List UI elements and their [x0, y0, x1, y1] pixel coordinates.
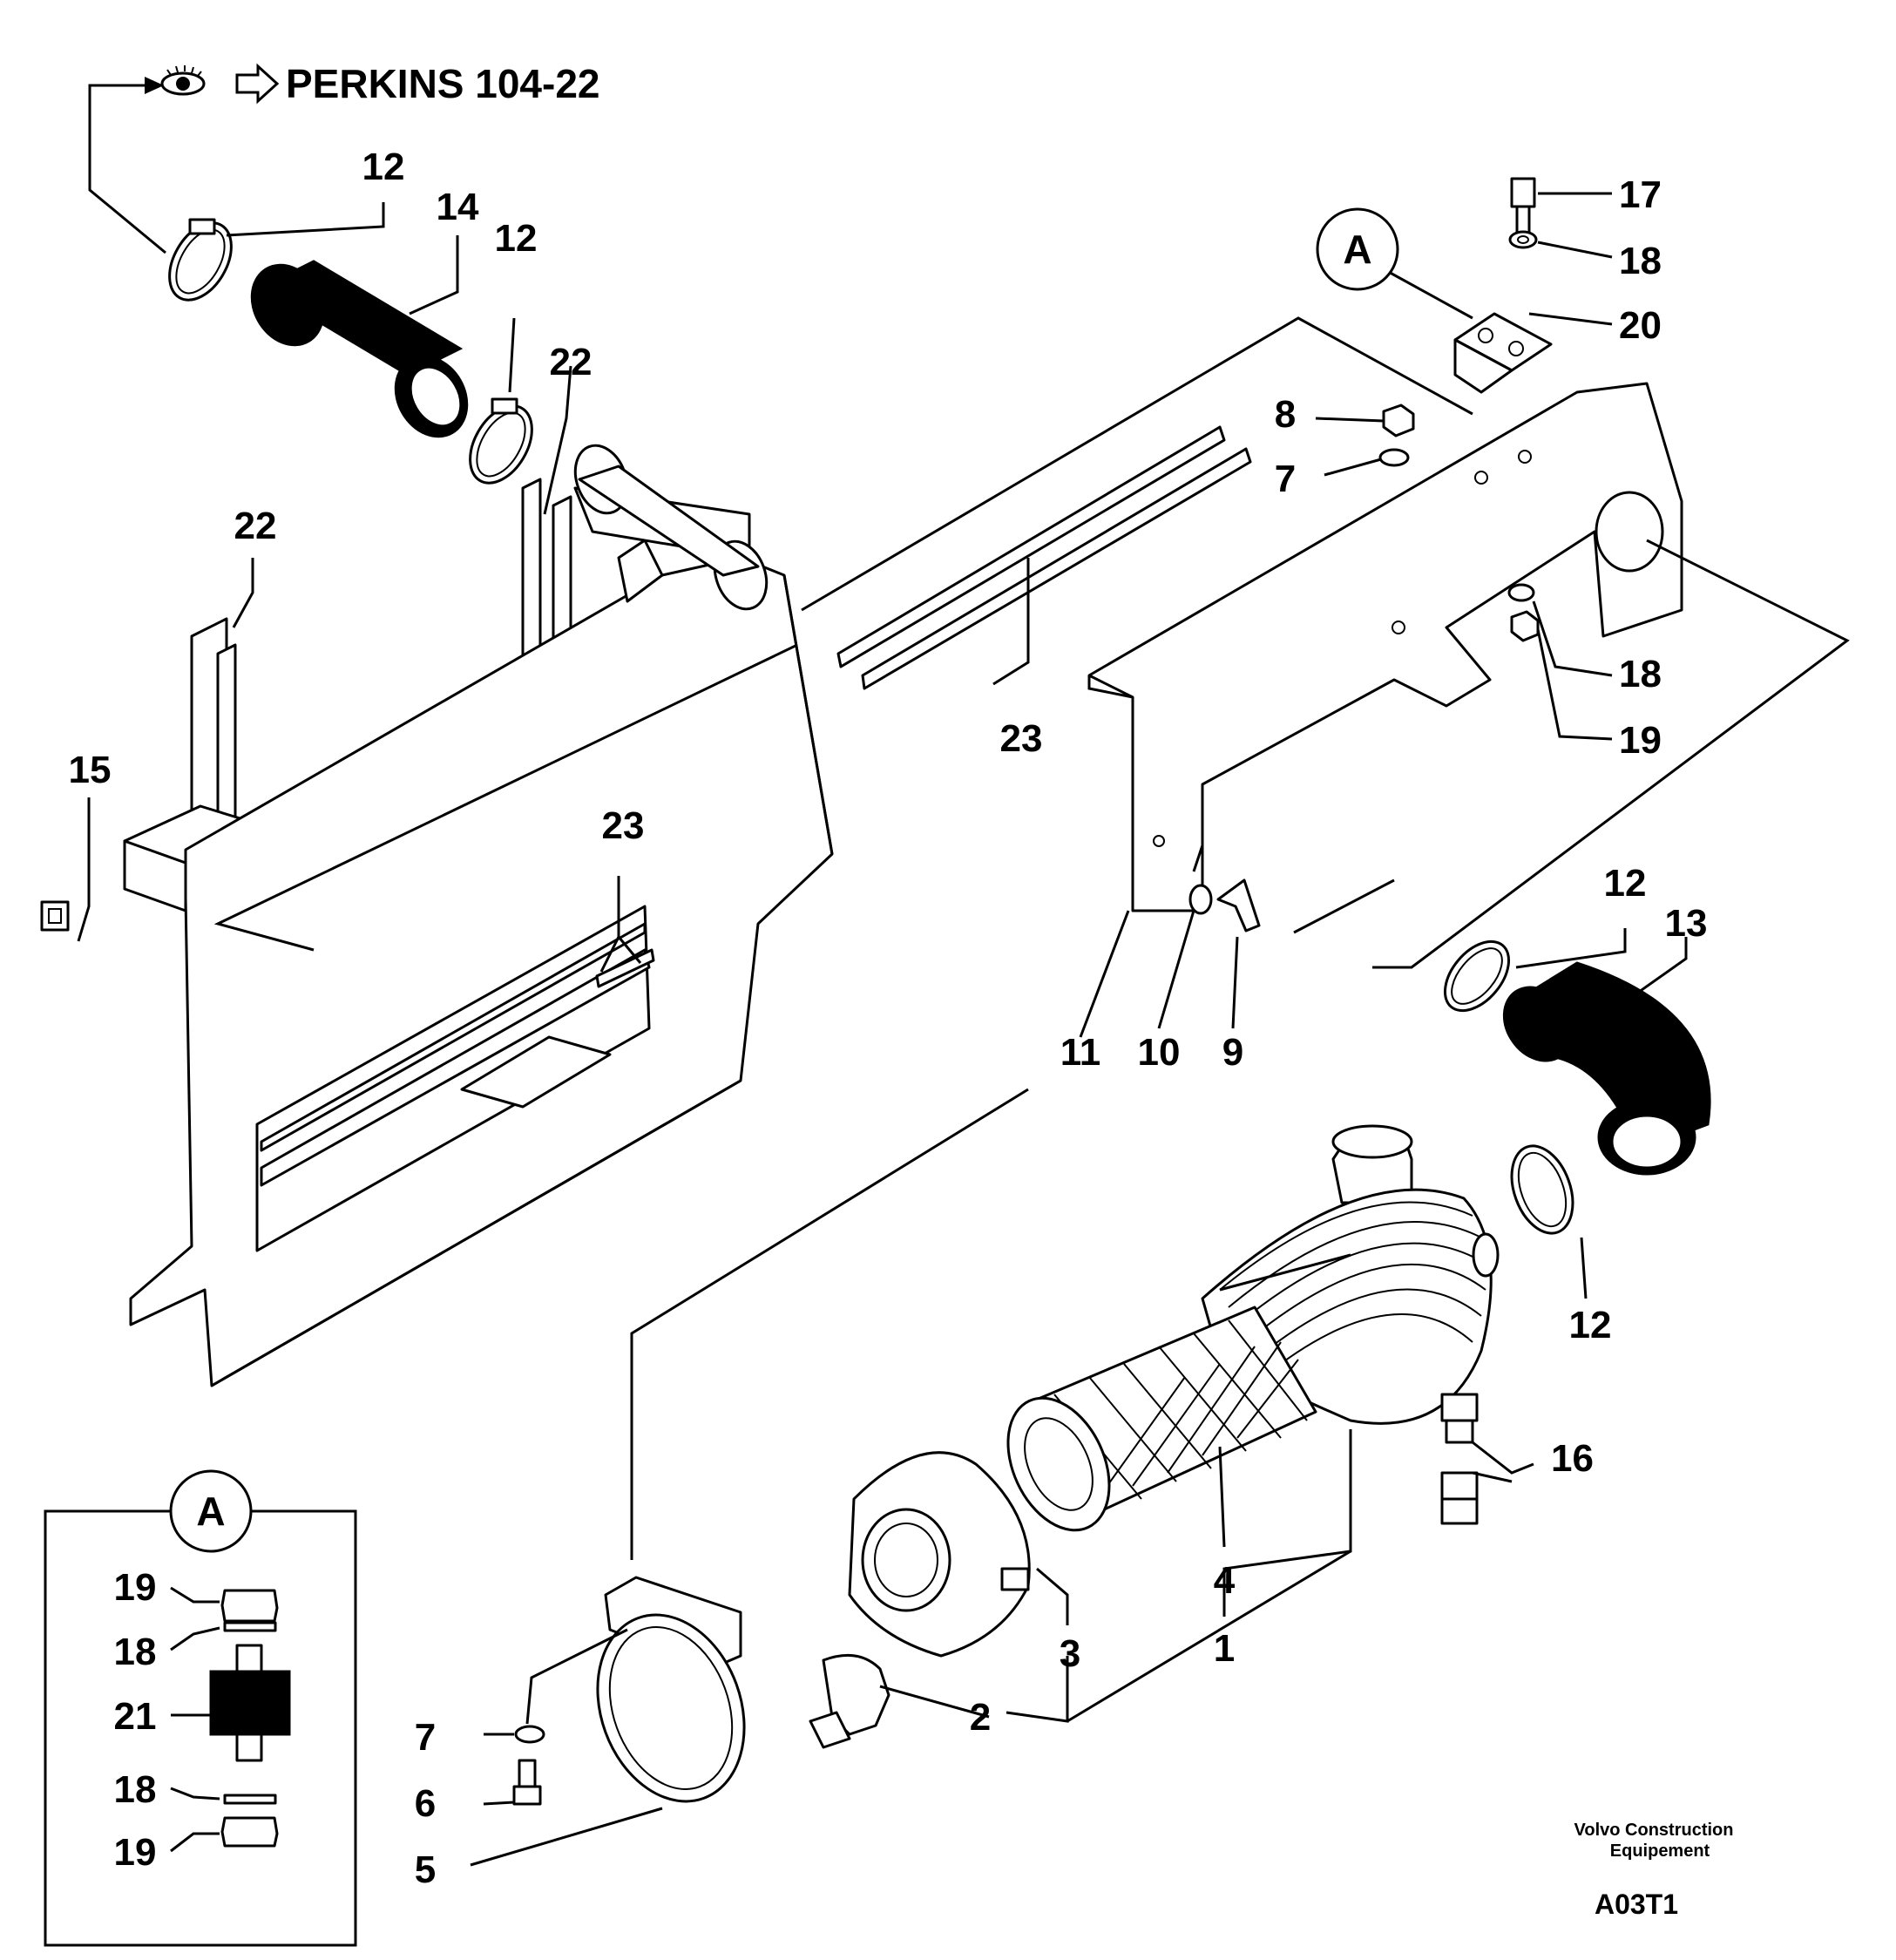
footer: Volvo Construction Equipement A03T1: [1574, 1821, 1734, 1920]
callout-18: 18: [1619, 240, 1662, 282]
callout-18: 18: [1619, 653, 1662, 695]
callout-22: 22: [234, 505, 277, 547]
detail-label-18: 18: [114, 1631, 157, 1673]
callout-2: 2: [970, 1696, 991, 1739]
callout-14: 14: [437, 186, 479, 228]
part-washer-18-top: [1508, 230, 1538, 249]
callout-labels: 12 14 12 22 22 15 23 23 17 18 20 8 7 18 …: [69, 146, 1708, 1891]
callout-11: 11: [1060, 1031, 1101, 1074]
part-washer-10: [1188, 884, 1213, 915]
part-hose-clamp-12-lower: [1510, 1144, 1574, 1235]
detail-label-19: 19: [114, 1831, 157, 1874]
callout-10: 10: [1138, 1031, 1181, 1074]
part-elbow-hose-13: [1502, 961, 1711, 1176]
callout-23: 23: [602, 804, 645, 847]
callout-8: 8: [1275, 393, 1296, 436]
part-filter-cover-3: [848, 1451, 1031, 1658]
callout-23: 23: [1000, 717, 1043, 760]
detail-box-a: A 19 18 21 18 19: [44, 1469, 357, 1947]
detail-label-19: 19: [114, 1566, 157, 1609]
arrow-right-icon: [235, 63, 280, 105]
part-washer-7-bottom: [514, 1725, 545, 1744]
part-bolt-17: [1510, 177, 1536, 234]
callout-7: 7: [415, 1716, 436, 1759]
part-hose-clamp-top-left: [168, 218, 233, 302]
eye-icon: [160, 65, 206, 96]
callout-12: 12: [1604, 862, 1647, 905]
part-filter-cartridge-4: [1006, 1306, 1317, 1532]
part-dust-valve-2: [809, 1653, 890, 1749]
leader-lines: [77, 192, 1850, 1867]
detail-label-18: 18: [114, 1768, 157, 1811]
detail-marker-a: A: [1316, 207, 1399, 291]
company-name-line-1: Volvo Construction: [1574, 1821, 1734, 1840]
callout-9: 9: [1222, 1031, 1243, 1074]
part-washer-18-mid: [1507, 583, 1535, 602]
detail-label-21: 21: [114, 1695, 157, 1738]
part-band-clamp-5: [596, 1576, 746, 1803]
callout-4: 4: [1214, 1559, 1236, 1602]
part-straight-hose: [250, 260, 469, 438]
callout-19: 19: [1619, 719, 1662, 762]
callout-3: 3: [1060, 1632, 1080, 1675]
callout-13: 13: [1665, 902, 1708, 945]
callout-12: 12: [362, 146, 405, 188]
figure-code: A03T1: [1595, 1889, 1678, 1920]
reference-header: PERKINS 104-22: [88, 61, 600, 254]
callout-6: 6: [415, 1782, 436, 1825]
part-seal-strips-23-bottom: [595, 948, 655, 988]
part-bolt-6: [512, 1759, 542, 1806]
callout-7: 7: [1275, 458, 1296, 500]
reference-title: PERKINS 104-22: [286, 61, 600, 106]
part-mounting-bracket: [1087, 382, 1683, 912]
callout-16: 16: [1551, 1437, 1594, 1480]
part-bolt-9: [1216, 878, 1261, 933]
part-washer-7-top: [1378, 448, 1410, 467]
part-sensor-16: [1440, 1393, 1479, 1525]
part-clip-15: [40, 900, 70, 932]
callout-20: 20: [1619, 304, 1662, 347]
company-name-line-2: Equipement: [1610, 1841, 1710, 1861]
part-bracket-20: [1453, 312, 1553, 394]
callout-1: 1: [1214, 1627, 1235, 1670]
part-nut-19: [1510, 610, 1540, 642]
callout-22: 22: [550, 341, 592, 383]
callout-5: 5: [415, 1848, 436, 1891]
svg-text:A: A: [1343, 227, 1371, 272]
part-hose-clamp-mid: [469, 397, 533, 485]
callout-12: 12: [1569, 1304, 1612, 1346]
detail-box-marker: A: [196, 1489, 225, 1534]
callout-17: 17: [1619, 173, 1662, 216]
part-nut-8: [1382, 404, 1415, 437]
callout-12: 12: [495, 217, 538, 260]
part-radiator-frame: [123, 444, 834, 1387]
callout-15: 15: [69, 749, 112, 791]
part-seal-strips-23-top: [836, 425, 1252, 690]
part-hose-clamp-12-right: [1443, 939, 1511, 1013]
